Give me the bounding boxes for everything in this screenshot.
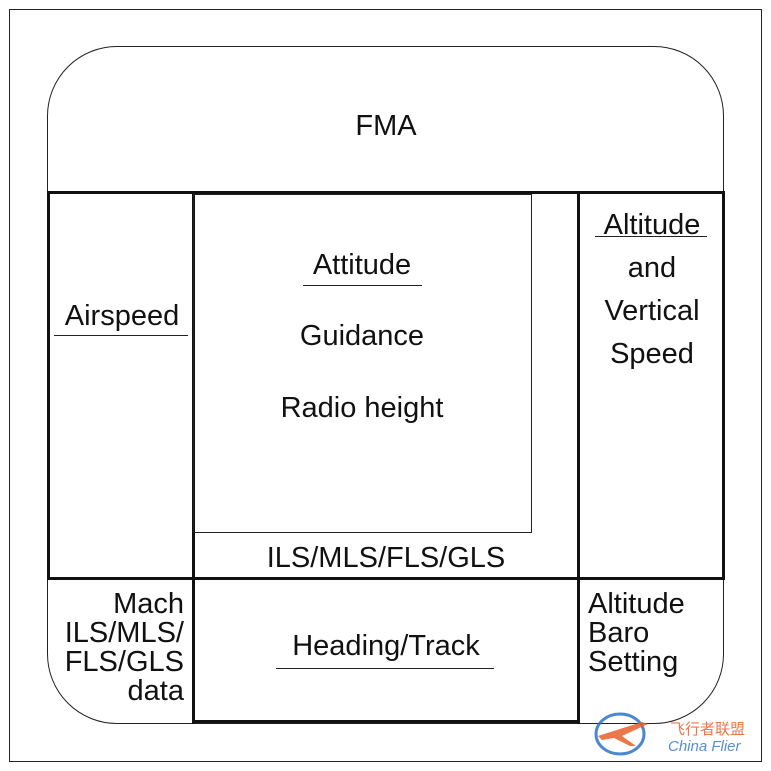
altitude-vs-label: Altitude and Vertical Speed bbox=[582, 204, 722, 376]
baro-label: Altitude Baro Setting bbox=[588, 590, 718, 677]
outer-frame bbox=[9, 9, 762, 762]
baro-box bbox=[577, 577, 725, 724]
baro-line-2: Baro bbox=[588, 617, 650, 649]
fma-label: FMA bbox=[355, 110, 417, 142]
baro-line-3: Setting bbox=[588, 646, 679, 678]
heading-underline bbox=[276, 668, 494, 669]
altitude-vs-line-3: Vertical bbox=[604, 295, 700, 327]
altitude-vs-line-4: Speed bbox=[610, 338, 694, 370]
attitude-box bbox=[193, 194, 532, 533]
baro-line-1: Altitude bbox=[588, 588, 685, 620]
airspeed-underline bbox=[54, 335, 188, 336]
plane-logo-icon bbox=[594, 712, 648, 756]
airspeed-label: Airspeed bbox=[64, 300, 180, 332]
mach-line-1: Mach bbox=[113, 588, 184, 620]
attitude-label: Attitude bbox=[312, 249, 412, 281]
mach-line-3: FLS/GLS bbox=[64, 646, 184, 678]
watermark-text-cn: 飞行者联盟 bbox=[670, 721, 746, 738]
approach-label: ILS/MLS/FLS/GLS bbox=[266, 542, 506, 574]
watermark-text-en: China Flier bbox=[668, 738, 741, 755]
altitude-vs-line-2: and bbox=[627, 252, 677, 284]
guidance-label: Guidance bbox=[299, 320, 425, 352]
radio-height-label: Radio height bbox=[280, 392, 444, 424]
mach-label: Mach ILS/MLS/ FLS/GLS data bbox=[48, 590, 184, 706]
mach-line-2: ILS/MLS/ bbox=[64, 617, 184, 649]
airspeed-box bbox=[47, 191, 195, 580]
attitude-underline bbox=[303, 285, 422, 286]
center-band-top bbox=[47, 191, 725, 194]
altitude-underline bbox=[595, 236, 707, 237]
mach-line-4: data bbox=[127, 675, 184, 707]
heading-label: Heading/Track bbox=[292, 630, 480, 662]
altitude-vs-line-1: Altitude bbox=[603, 209, 701, 241]
